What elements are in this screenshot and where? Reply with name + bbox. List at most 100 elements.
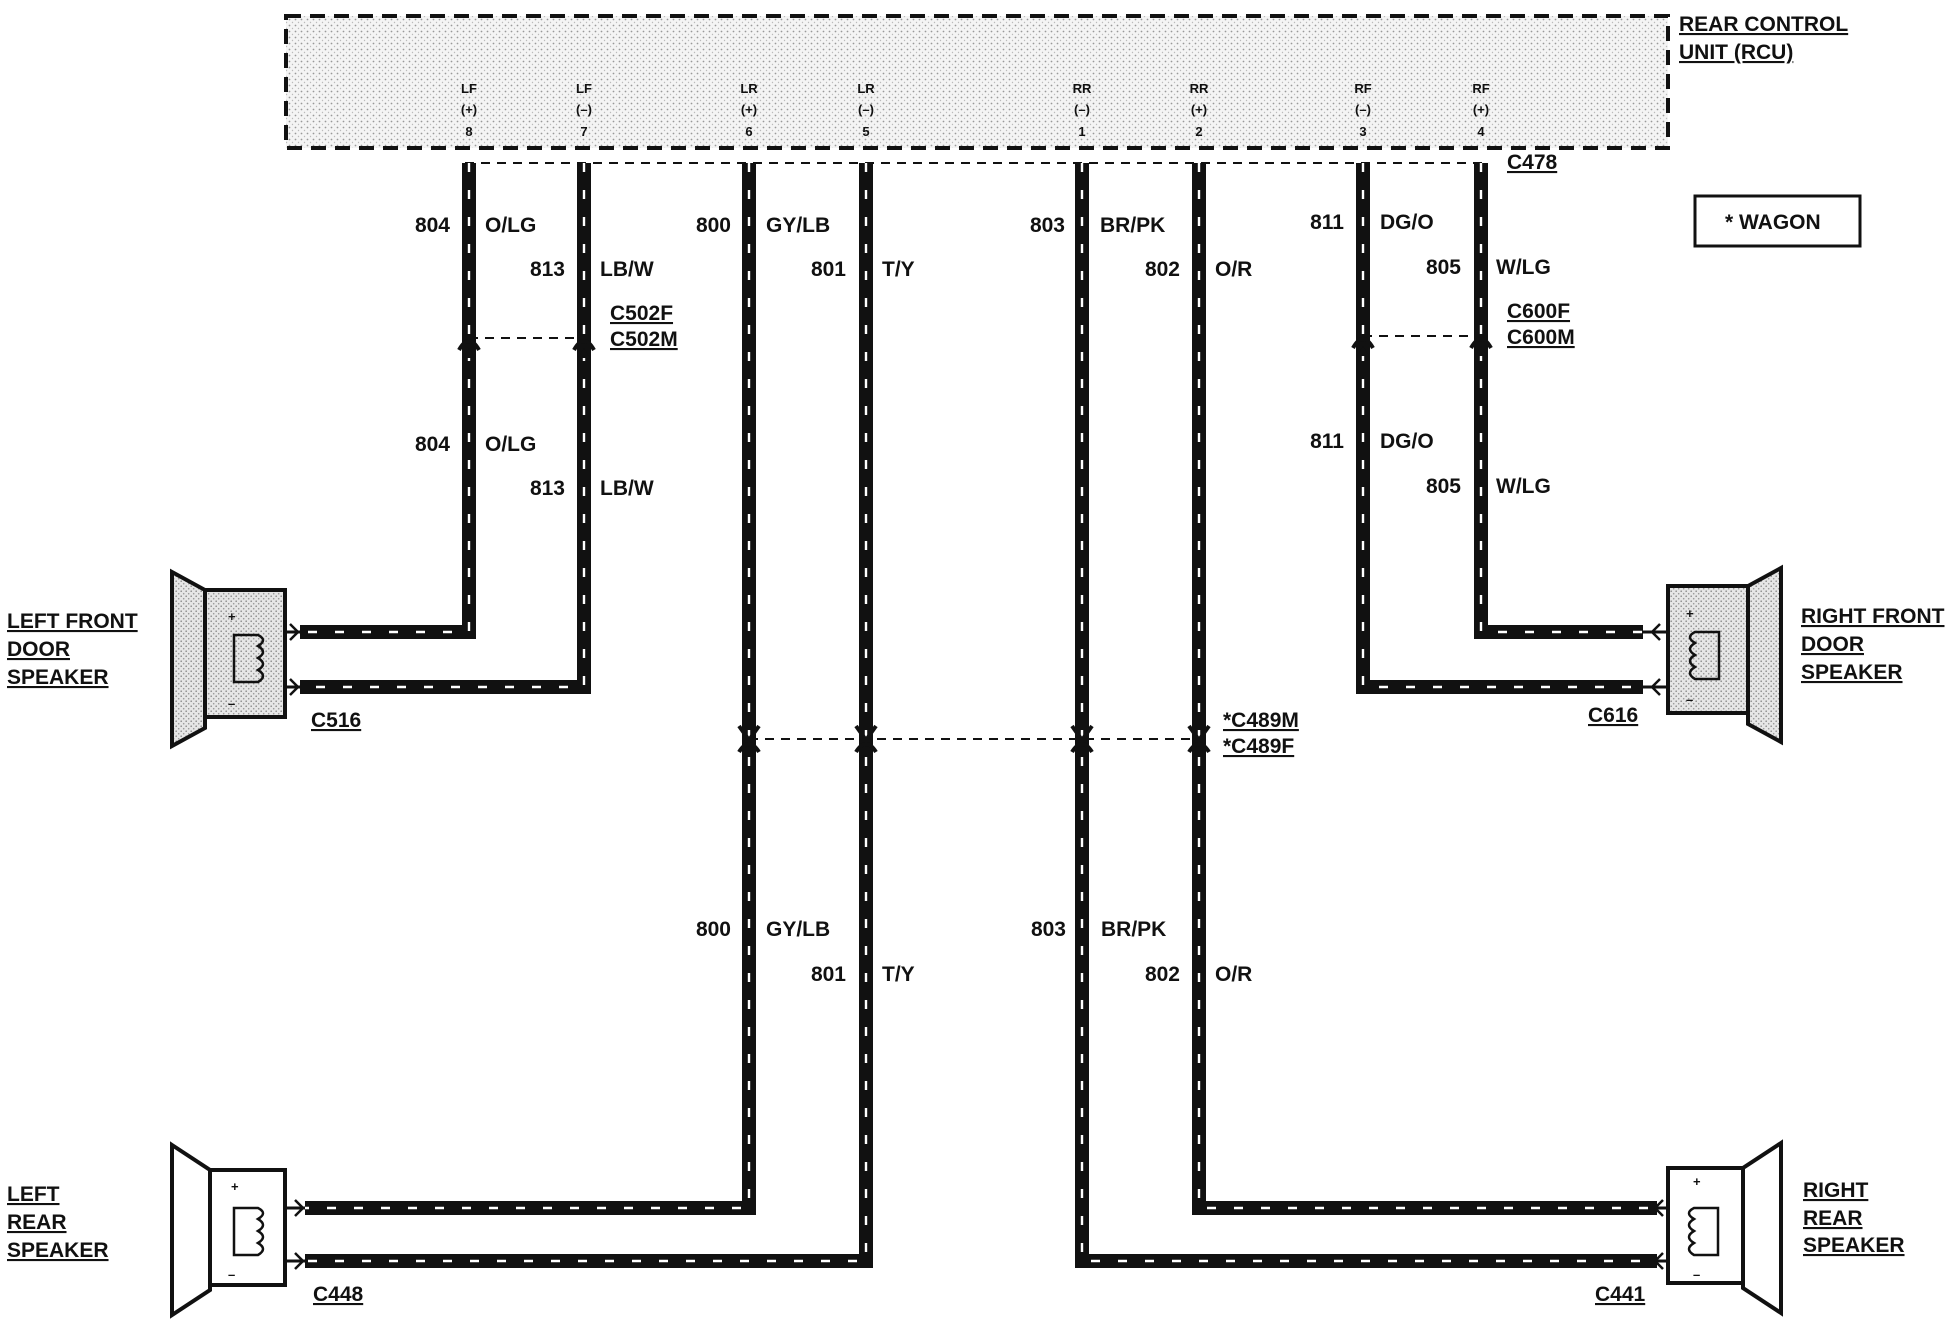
wire-label-circuit: 804	[415, 433, 450, 456]
wire-label-color: BR/PK	[1100, 214, 1165, 237]
svg-text:(+): (+)	[461, 102, 477, 117]
wire-label-circuit: 802	[1145, 258, 1180, 281]
right-front-speaker-label: DOOR	[1801, 633, 1864, 656]
wire-lf-neg	[300, 163, 591, 694]
connector-c448-label: C448	[313, 1283, 364, 1306]
right-rear-speaker-label: REAR	[1803, 1207, 1863, 1230]
svg-text:+: +	[1693, 1174, 1701, 1189]
svg-text:(–): (–)	[1355, 102, 1371, 117]
svg-text:+: +	[1686, 606, 1694, 621]
wire-label-circuit: 811	[1310, 430, 1344, 453]
rcu-module	[284, 14, 1670, 150]
wire-label-color: GY/LB	[766, 918, 830, 941]
right-rear-speaker-label: SPEAKER	[1803, 1234, 1905, 1257]
wire-label-circuit: 805	[1426, 475, 1461, 498]
rcu-pins: LF (+) 8 LF (–) 7 LR (+) 6 LR (–) 5 RR (…	[461, 81, 1490, 139]
connector-c478-label: C478	[1507, 151, 1558, 174]
rcu-pin-rf-neg: RF (–) 3	[1354, 81, 1371, 139]
svg-text:6: 6	[745, 124, 752, 139]
wagon-legend-text: * WAGON	[1725, 211, 1821, 234]
left-rear-speaker-label: LEFT	[7, 1183, 60, 1206]
wire-label-color: O/R	[1215, 258, 1252, 281]
connector-c502f-label: C502F	[610, 302, 673, 325]
connector-c502m-label: C502M	[610, 328, 678, 351]
left-front-speaker-label: LEFT FRONT	[7, 610, 138, 633]
wire-label-color: T/Y	[882, 963, 915, 986]
connector-c600f-label: C600F	[1507, 300, 1570, 323]
wire-label-color: DG/O	[1380, 430, 1434, 453]
svg-text:3: 3	[1359, 124, 1366, 139]
left-front-speaker-icon: + –	[170, 568, 300, 750]
svg-text:(–): (–)	[1074, 102, 1090, 117]
right-rear-speaker-icon: + –	[1654, 1139, 1783, 1317]
wire-label-color: W/LG	[1496, 256, 1551, 279]
right-front-speaker-label: RIGHT FRONT	[1801, 605, 1945, 628]
svg-text:(+): (+)	[1191, 102, 1207, 117]
svg-text:(+): (+)	[741, 102, 757, 117]
wire-label-color: T/Y	[882, 258, 915, 281]
wire-rf-neg	[1356, 163, 1643, 694]
svg-text:–: –	[1686, 692, 1693, 707]
wire-label-color: GY/LB	[766, 214, 830, 237]
svg-text:(–): (–)	[576, 102, 592, 117]
wire-label-circuit: 801	[811, 963, 846, 986]
right-front-speaker-label: SPEAKER	[1801, 661, 1903, 684]
svg-text:RR: RR	[1073, 81, 1092, 96]
svg-text:2: 2	[1195, 124, 1202, 139]
rcu-pin-lf-neg: LF (–) 7	[576, 81, 592, 139]
svg-text:7: 7	[580, 124, 587, 139]
wire-rf-pos	[1474, 163, 1643, 639]
connector-c489m-label: *C489M	[1223, 709, 1299, 732]
wire-label-color: O/LG	[485, 433, 536, 456]
svg-text:–: –	[1693, 1267, 1700, 1282]
svg-text:+: +	[231, 1179, 239, 1194]
svg-text:RF: RF	[1472, 81, 1489, 96]
wire-label-circuit: 813	[530, 258, 565, 281]
connector-c516-label: C516	[311, 709, 361, 732]
wire-lf-pos	[300, 163, 476, 639]
wire-label-color: BR/PK	[1101, 918, 1166, 941]
rcu-pin-lr-neg: LR (–) 5	[857, 81, 875, 139]
wire-label-color: LB/W	[600, 258, 654, 281]
wire-label-color: O/LG	[485, 214, 536, 237]
wire-label-circuit: 800	[696, 214, 731, 237]
wire-label-circuit: 803	[1031, 918, 1066, 941]
left-rear-speaker-icon: + –	[170, 1141, 305, 1319]
connector-c502	[457, 337, 596, 358]
wire-label-circuit: 813	[530, 477, 565, 500]
rcu-title-line1: REAR CONTROL	[1679, 13, 1848, 36]
rcu-pin-rf-pos: RF (+) 4	[1472, 81, 1489, 139]
wire-label-color: LB/W	[600, 477, 654, 500]
connector-c489f-label: *C489F	[1223, 735, 1294, 758]
wire-lr-pos	[305, 163, 756, 1215]
wire-label-circuit: 800	[696, 918, 731, 941]
wire-label-color: DG/O	[1380, 211, 1434, 234]
svg-text:RF: RF	[1354, 81, 1371, 96]
right-rear-speaker-label: RIGHT	[1803, 1179, 1869, 1202]
left-rear-speaker-label: SPEAKER	[7, 1239, 109, 1262]
svg-text:LF: LF	[461, 81, 477, 96]
wire-label-circuit: 801	[811, 258, 846, 281]
rcu-pin-rr-pos: RR (+) 2	[1190, 81, 1209, 139]
wire-label-color: W/LG	[1496, 475, 1551, 498]
rcu-title-line2: UNIT (RCU)	[1679, 41, 1793, 64]
connector-c441-label: C441	[1595, 1283, 1646, 1306]
svg-text:LR: LR	[740, 81, 758, 96]
svg-text:LR: LR	[857, 81, 875, 96]
rcu-pin-lr-pos: LR (+) 6	[740, 81, 758, 139]
svg-text:RR: RR	[1190, 81, 1209, 96]
rcu-pin-rr-neg: RR (–) 1	[1073, 81, 1092, 139]
svg-text:(–): (–)	[858, 102, 874, 117]
connector-c489	[737, 724, 1211, 754]
wire-rr-neg	[1075, 163, 1657, 1268]
wire-label-circuit: 803	[1030, 214, 1065, 237]
left-rear-speaker-label: REAR	[7, 1211, 67, 1234]
left-front-speaker-label: SPEAKER	[7, 666, 109, 689]
wire-label-circuit: 802	[1145, 963, 1180, 986]
wire-label-circuit: 805	[1426, 256, 1461, 279]
svg-text:–: –	[228, 1267, 235, 1282]
svg-text:+: +	[228, 609, 236, 624]
svg-text:1: 1	[1078, 124, 1085, 139]
svg-text:5: 5	[862, 124, 869, 139]
